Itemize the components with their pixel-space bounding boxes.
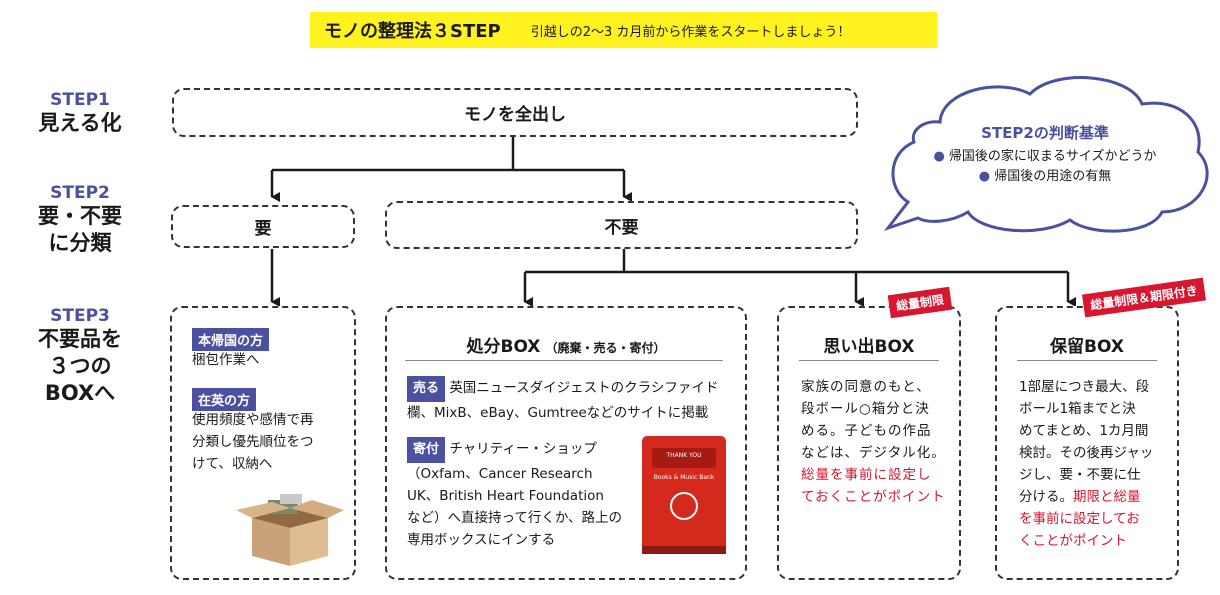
step3-label-group: STEP3 不要品を ３つの BOXへ <box>20 306 140 407</box>
heart-icon <box>664 486 704 526</box>
banner-title: モノの整理法３STEP <box>324 21 501 42</box>
sell-section: 売る 英国ニュースダイジェストのクラシファイド 欄、MixB、eBay、Gumt… <box>407 376 737 424</box>
node-all-out-text: モノを全出し <box>464 105 566 125</box>
node-needed: 要 <box>171 205 355 248</box>
disposal-box: 処分BOX （廃棄・売る・寄付） 売る 英国ニュースダイジェストのクラシファイド… <box>385 306 747 580</box>
sell-line-1: 英国ニュースダイジェストのクラシファイド <box>449 380 719 396</box>
memory-red-line: ておくことがポイント <box>801 489 946 505</box>
hold-line-black-part: 分ける。 <box>1019 489 1073 505</box>
donate-line: （Oxfam、Cancer Research <box>407 466 593 482</box>
hold-line-mixed: 分ける。期限と総量 <box>1019 486 1173 508</box>
memory-box: 思い出BOX 家族の同意のもと、 段ボール○箱分と決 める。子どもの作品 などは… <box>777 306 961 580</box>
donate-line: など）へ直接持って行くか、路上の <box>407 510 623 526</box>
node-needed-text: 要 <box>254 219 272 239</box>
title-banner: モノの整理法３STEP 引越しの2〜3 カ月前から作業をスタートしましょう！ <box>310 12 937 48</box>
donate-line: 専用ボックスにインする <box>407 532 556 548</box>
node-all-out: モノを全出し <box>172 88 858 137</box>
needed-text-2: 使用頻度や感情で再 分類し優先順位をつ けて、収納へ <box>192 409 314 475</box>
step3-desc-line1: 不要品を <box>38 327 122 351</box>
hold-line: 1部屋につき最大、段 <box>1019 379 1150 395</box>
bullet-icon: ● <box>933 149 945 164</box>
memory-line: める。子どもの作品 <box>801 423 932 439</box>
memory-line: などは、デジタル化。 <box>801 445 946 461</box>
step3-label: STEP3 <box>50 306 110 326</box>
tag-return-home: 本帰国の方 <box>192 328 270 351</box>
hold-red-line: を事前に設定してお <box>1019 511 1140 527</box>
memory-line: 段ボール○箱分と決 <box>801 401 930 417</box>
cloud-item-2-text: 帰国後の用途の有無 <box>994 169 1112 184</box>
banner-subtitle: 引越しの2〜3 カ月前から作業をスタートしましょう！ <box>530 24 851 40</box>
bin-base <box>642 546 726 554</box>
cloud-shape <box>883 76 1209 233</box>
memory-box-title: 思い出BOX <box>823 337 915 357</box>
hold-line: ジし、要・不要に仕 <box>1019 467 1141 483</box>
hold-line-red-part: 期限と総量 <box>1073 489 1141 505</box>
memory-line: 家族の同意のもと、 <box>801 379 931 395</box>
node-unneeded: 不要 <box>385 201 858 249</box>
disposal-box-title-note: （廃棄・売る・寄付） <box>545 341 666 355</box>
divider <box>1017 360 1157 361</box>
tag-sell: 売る <box>407 376 446 402</box>
needed-text-1: 梱包作業へ <box>192 352 260 368</box>
cloud-item-1: ● 帰国後の家に収まるサイズかどうか <box>915 147 1175 167</box>
bullet-icon: ● <box>978 169 991 184</box>
hold-box-title: 保留BOX <box>1050 337 1124 357</box>
needed-box: 本帰国の方 梱包作業へ 在英の方 使用頻度や感情で再 分類し優先順位をつ けて、… <box>170 306 356 580</box>
bin-thank-you: THANK YOU <box>666 452 702 459</box>
bin-slot <box>652 448 716 468</box>
sell-line-2: 欄、MixB、eBay、Gumtreeなどのサイトに掲載 <box>407 405 709 421</box>
node-unneeded-text: 不要 <box>604 217 639 238</box>
hold-line: めてまとめ、1カ月間 <box>1019 423 1149 439</box>
step1-label: STEP1 <box>50 90 110 110</box>
hold-text: 1部屋につき最大、段 ボール1箱までと決 めてまとめ、1カ月間 検討。その後再ジ… <box>1019 376 1173 552</box>
step2-label-group: STEP2 要・不要 に分類 <box>20 183 140 257</box>
disposal-box-title: 処分BOX <box>466 337 541 357</box>
cloud-title: STEP2の判断基準 <box>981 124 1109 142</box>
step1-label-group: STEP1 見える化 <box>20 90 140 137</box>
hold-red-line: くことがポイント <box>1019 533 1127 549</box>
memory-red-line: 総量を事前に設定し <box>801 467 932 483</box>
cloud-item-1-text: 帰国後の家に収まるサイズかどうか <box>948 149 1157 164</box>
needed-text-2-line: 分類し優先順位をつ <box>192 434 314 450</box>
divider <box>405 360 723 361</box>
hold-line: ボール1箱までと決 <box>1019 401 1136 417</box>
donate-line: UK、British Heart Foundation <box>407 488 604 504</box>
tag-donate: 寄付 <box>407 437 446 463</box>
cloud-item-2: ● 帰国後の用途の有無 <box>915 167 1175 187</box>
hold-box: 保留BOX 1部屋につき最大、段 ボール1箱までと決 めてまとめ、1カ月間 検討… <box>995 306 1179 580</box>
disposal-box-title-row: 処分BOX （廃棄・売る・寄付） <box>387 332 745 357</box>
donate-line-1: チャリティー・ショップ <box>449 441 597 457</box>
memory-text: 家族の同意のもと、 段ボール○箱分と決 める。子どもの作品 などは、デジタル化。… <box>801 376 951 508</box>
hold-line: 検討。その後再ジャッ <box>1019 445 1154 461</box>
divider <box>799 360 939 361</box>
charity-bin-illustration: THANK YOU Books & Music Bank <box>642 436 726 554</box>
needed-text-2-line: けて、収納へ <box>192 456 273 472</box>
step2-label: STEP2 <box>50 183 110 203</box>
step3-desc-line3: BOXへ <box>44 381 116 405</box>
tag-stay-uk: 在英の方 <box>192 388 257 411</box>
step2-desc-line1: 要・不要 <box>38 204 122 228</box>
needed-text-2-line: 使用頻度や感情で再 <box>192 412 314 428</box>
step1-desc: 見える化 <box>38 111 122 135</box>
cardboard-box-illustration <box>236 494 344 566</box>
step3-desc-line2: ３つの <box>48 354 112 378</box>
bin-label: Books & Music Bank <box>653 474 715 481</box>
step2-desc-line2: に分類 <box>48 231 112 255</box>
donate-section: 寄付 チャリティー・ショップ （Oxfam、Cancer Research UK… <box>407 437 657 551</box>
cloud-content: STEP2の判断基準 ● 帰国後の家に収まるサイズかどうか ● 帰国後の用途の有… <box>915 122 1175 187</box>
